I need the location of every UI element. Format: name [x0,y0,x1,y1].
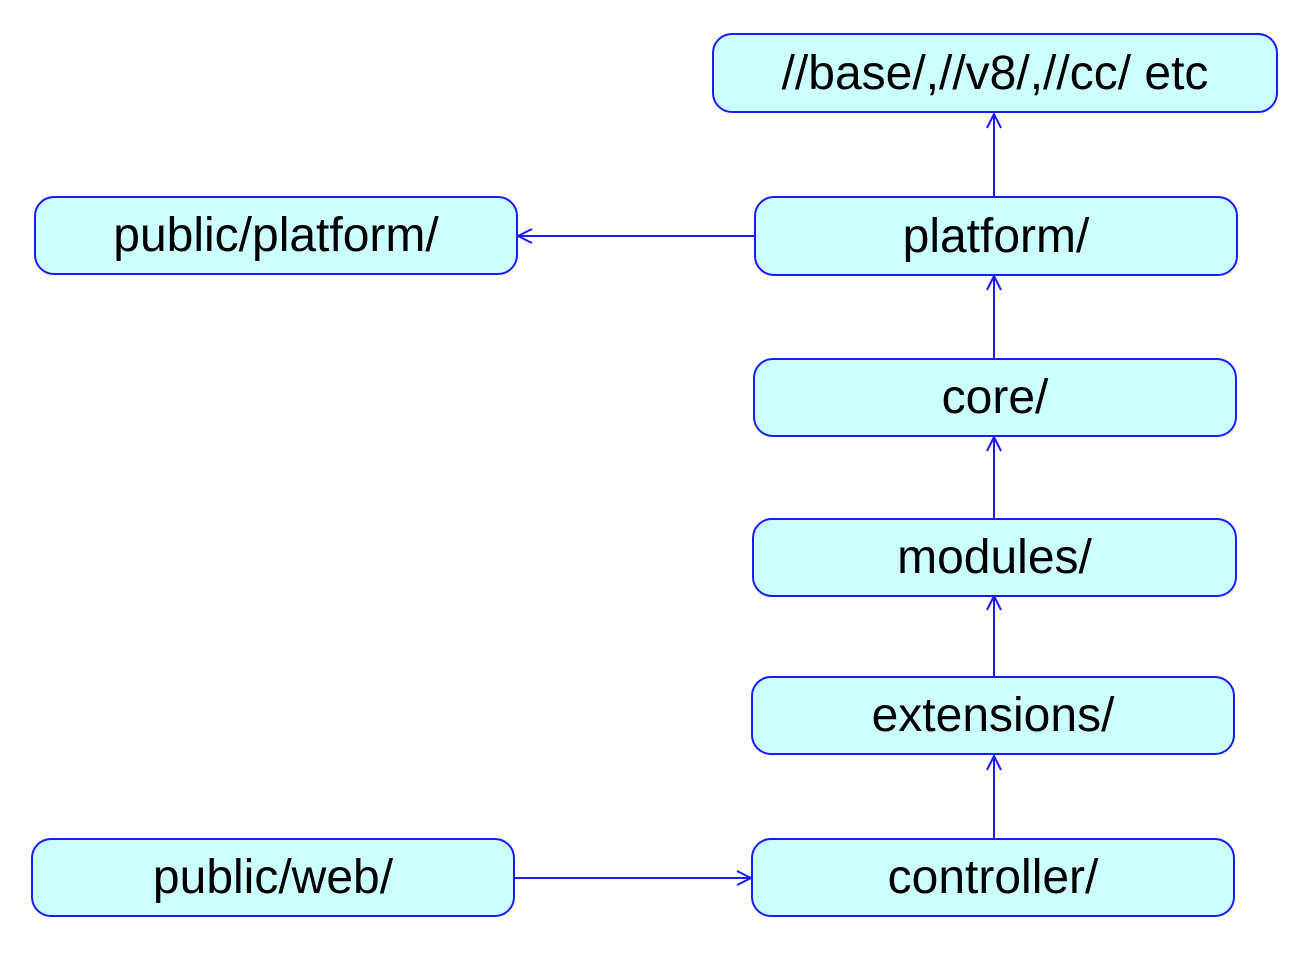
node-base-label: //base/,//v8/,//cc/ etc [781,46,1209,100]
edge-core-to-platform [986,273,1002,358]
edge-platform-to-public-platform [515,228,754,244]
edge-controller-to-extensions [986,753,1002,838]
node-extensions: extensions/ [751,676,1235,755]
node-platform-label: platform/ [902,209,1090,263]
node-core-label: core/ [941,371,1049,424]
node-platform: platform/ [754,196,1238,276]
edge-public-web-to-controller [515,870,754,886]
node-modules: modules/ [752,518,1237,597]
edge-platform-to-base [986,111,1002,196]
node-controller: controller/ [751,838,1235,917]
node-public-platform-label: public/platform/ [113,209,439,262]
node-base: //base/,//v8/,//cc/ etc [712,33,1278,113]
node-public-web-label: public/web/ [152,851,394,904]
edge-extensions-to-modules [986,593,1002,676]
node-public-platform: public/platform/ [34,196,518,275]
node-core: core/ [753,358,1237,437]
edge-modules-to-core [986,434,1002,518]
node-extensions-label: extensions/ [871,689,1115,742]
node-controller-label: controller/ [887,851,1099,904]
node-public-web: public/web/ [31,838,515,917]
node-modules-label: modules/ [897,531,1092,584]
